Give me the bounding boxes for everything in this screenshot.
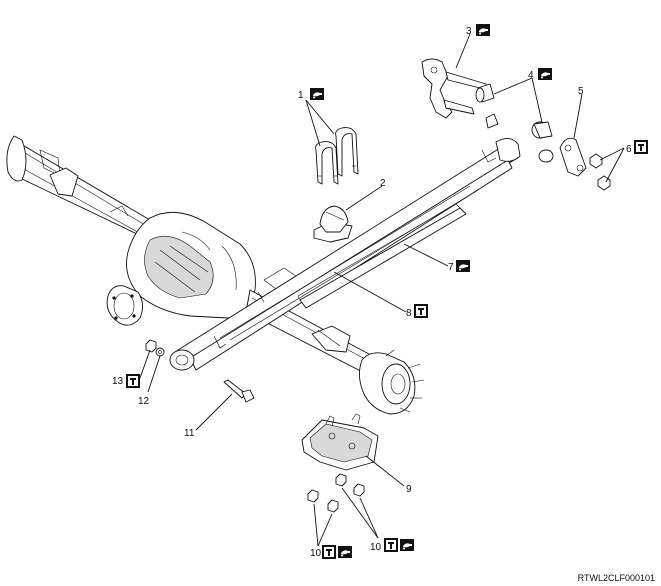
grease-icon (338, 546, 352, 558)
leaf-spring (169, 138, 521, 371)
grease-icon (456, 260, 470, 272)
spring-eye-nut-washer (145, 339, 165, 357)
callout-5-number: 5 (578, 86, 584, 97)
callout-3: 3 (466, 24, 490, 37)
callout-6-number: 6 (626, 144, 632, 155)
leader-lines (139, 33, 625, 547)
shackle-bushings (475, 83, 554, 163)
torque-icon (414, 304, 428, 318)
torque-icon (634, 140, 648, 154)
callout-5: 5 (578, 86, 584, 97)
grease-icon (310, 88, 324, 100)
callout-1: 1 (298, 88, 324, 101)
callout-13: 13 (112, 374, 140, 388)
callout-7: 7 (448, 260, 470, 273)
callout-2: 2 (380, 178, 386, 189)
u-bolt-pair (315, 127, 359, 185)
grease-icon (400, 539, 414, 551)
grease-icon (476, 24, 490, 36)
rear-axle-housing (6, 135, 425, 415)
callout-7-number: 7 (448, 262, 454, 273)
callout-1-number: 1 (298, 90, 304, 101)
callout-11: 11 (184, 428, 195, 439)
callout-12-number: 12 (138, 396, 150, 407)
torque-icon (322, 545, 336, 559)
callout-9-number: 9 (406, 484, 412, 495)
figure-reference-code: RTWL2CLF000101 (577, 573, 655, 583)
spring-bumper (313, 205, 353, 243)
u-bolt-nuts (307, 473, 365, 513)
torque-icon (126, 374, 140, 388)
torque-icon (384, 538, 398, 552)
callout-10-right: 10 (370, 538, 414, 553)
spring-eye-bolt (223, 379, 255, 403)
spring-seat-plate (301, 413, 379, 471)
callout-4: 4 (528, 68, 552, 81)
callout-10-left: 10 (310, 545, 352, 559)
callout-11-number: 11 (184, 428, 195, 439)
callout-6: 6 (626, 140, 648, 155)
callout-8-number: 8 (406, 308, 412, 319)
callout-9: 9 (406, 484, 412, 495)
callout-12: 12 (138, 396, 150, 407)
callout-3-number: 3 (466, 26, 472, 37)
grease-icon (538, 68, 552, 80)
callout-4-number: 4 (528, 70, 534, 81)
shackle-nuts (589, 153, 611, 191)
callout-8: 8 (406, 304, 428, 319)
callout-2-number: 2 (380, 178, 386, 189)
callout-13-number: 13 (112, 376, 124, 387)
callout-10-left-number: 10 (310, 548, 322, 559)
callout-10-right-number: 10 (370, 542, 382, 553)
spring-shackle-plate (559, 137, 587, 177)
